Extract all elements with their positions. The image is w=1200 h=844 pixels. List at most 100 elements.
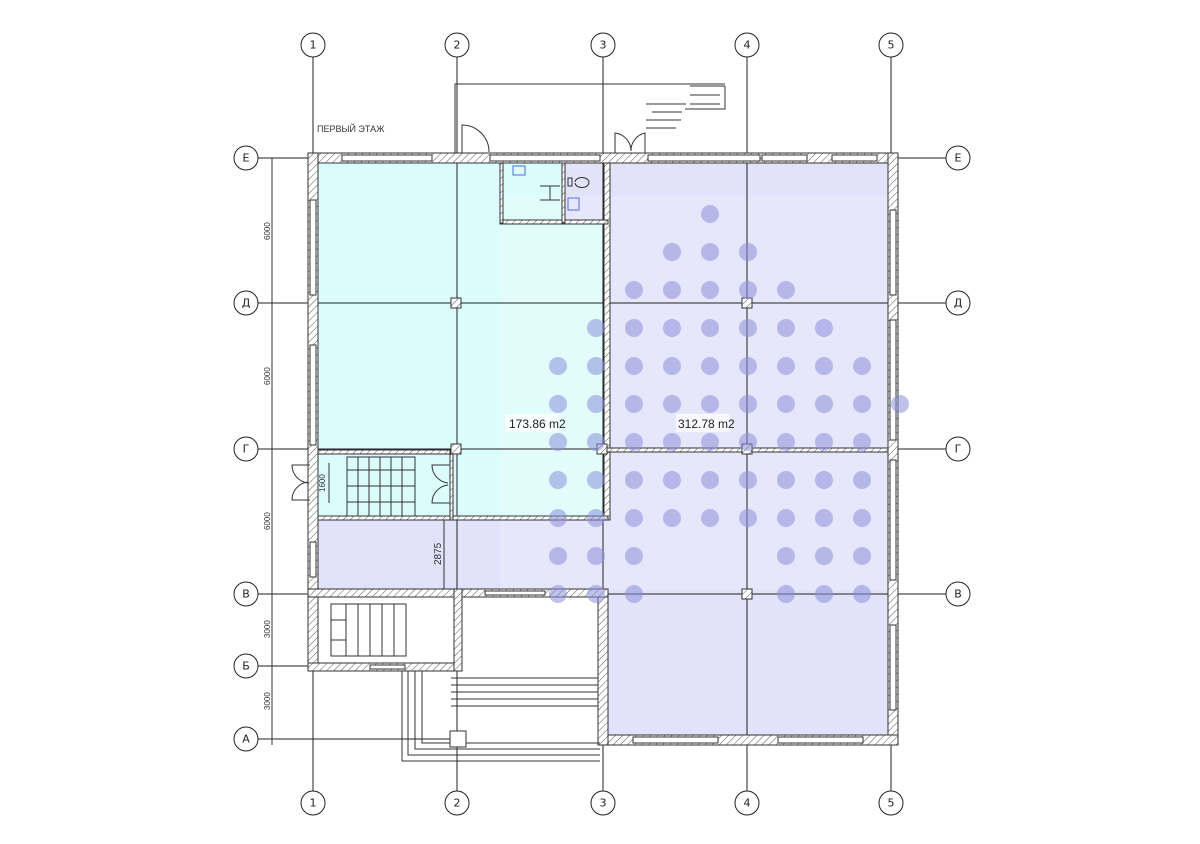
axis-bubble [233,436,259,462]
axis-bubble [945,145,971,171]
axis-label-col: 3 [600,797,607,810]
axis-bubble [233,653,259,679]
seat-dot [853,395,871,413]
axis-label-col: 4 [744,797,751,810]
seat-dot [777,547,795,565]
axis-label-col: 4 [744,39,751,52]
dim-span-2: 6000 [263,367,272,385]
axis-label-col: 3 [600,39,607,52]
axis-label-col: 1 [310,797,317,810]
seat-dot [701,357,719,375]
seat-dot [701,205,719,223]
seat-dot [587,357,605,375]
axis-bubble [300,790,326,816]
seat-dot [549,585,567,603]
overlay-panel [500,196,900,590]
axis-label-col: 5 [888,797,895,810]
dim-span-5: 3000 [263,692,272,710]
seat-dot [701,509,719,527]
seat-dot [815,547,833,565]
seat-dot [739,319,757,337]
seat-dot [891,395,909,413]
axis-bubble [878,32,904,58]
walls [307,152,899,746]
seat-dot [549,395,567,413]
seat-dot [587,433,605,451]
seating-dots [549,205,909,603]
seat-dot [853,471,871,489]
axis-bubble [444,32,470,58]
seat-dot [739,357,757,375]
stairs [291,83,726,762]
axis-bubble [734,32,760,58]
seat-dot [777,433,795,451]
seat-dot [549,547,567,565]
axis-label-row: Д [954,297,963,310]
axis-bubble [878,790,904,816]
seat-dot [739,281,757,299]
seat-dot [663,509,681,527]
floor-title: ПЕРВЫЙ ЭТАЖ [317,123,385,134]
seat-dot [853,509,871,527]
seat-dot [587,471,605,489]
seat-dot [625,547,643,565]
axis-bubble [444,790,470,816]
wc-room [565,163,608,223]
seat-dot [663,357,681,375]
seat-dot [663,243,681,261]
seat-dot [587,547,605,565]
seat-dot [663,395,681,413]
seat-dot [587,509,605,527]
axis-label-row: Д [242,297,251,310]
seat-dot [815,585,833,603]
axis-bubble [300,32,326,58]
axis-bubble [945,436,971,462]
axis-label-row: В [954,588,962,601]
dimension-chain: 6000 6000 6000 3000 3000 1600 2875 [263,158,445,745]
seat-dot [625,395,643,413]
dim-span-4: 3000 [263,620,272,638]
seat-dot [815,509,833,527]
dim-span-1: 6000 [263,222,272,240]
seat-dot [815,357,833,375]
axis-label-row: А [242,733,250,746]
seat-dot [739,243,757,261]
seat-dot [739,509,757,527]
seat-dot [701,319,719,337]
seat-dot [701,433,719,451]
seat-dot [701,471,719,489]
axis-label-col: 1 [310,39,317,52]
axis-bubble [233,290,259,316]
seat-dot [815,395,833,413]
seat-dot [587,319,605,337]
axis-bubble [590,790,616,816]
seat-dot [777,471,795,489]
axis-bubble [945,290,971,316]
area-right: 312.78 m2 [678,417,735,431]
seat-dot [663,433,681,451]
seat-dot [701,281,719,299]
seat-dot [587,585,605,603]
axis-label-col: 5 [888,39,895,52]
area-left: 173.86 m2 [509,417,566,431]
axis-bubble [233,581,259,607]
axis-bubble [233,145,259,171]
seat-dot [663,281,681,299]
seat-dot [549,357,567,375]
seat-dot [701,243,719,261]
seat-dot [739,395,757,413]
seat-dot [815,433,833,451]
seat-dot [739,433,757,451]
seat-dot [625,585,643,603]
seat-dot [587,395,605,413]
seat-dot [777,509,795,527]
seat-dot [853,547,871,565]
axis-label-row: В [242,588,250,601]
seat-dot [853,357,871,375]
seat-dot [625,509,643,527]
seat-dot [625,433,643,451]
axis-label-row: Е [955,152,962,165]
seat-dot [625,319,643,337]
axis-label-row: Г [955,443,962,456]
